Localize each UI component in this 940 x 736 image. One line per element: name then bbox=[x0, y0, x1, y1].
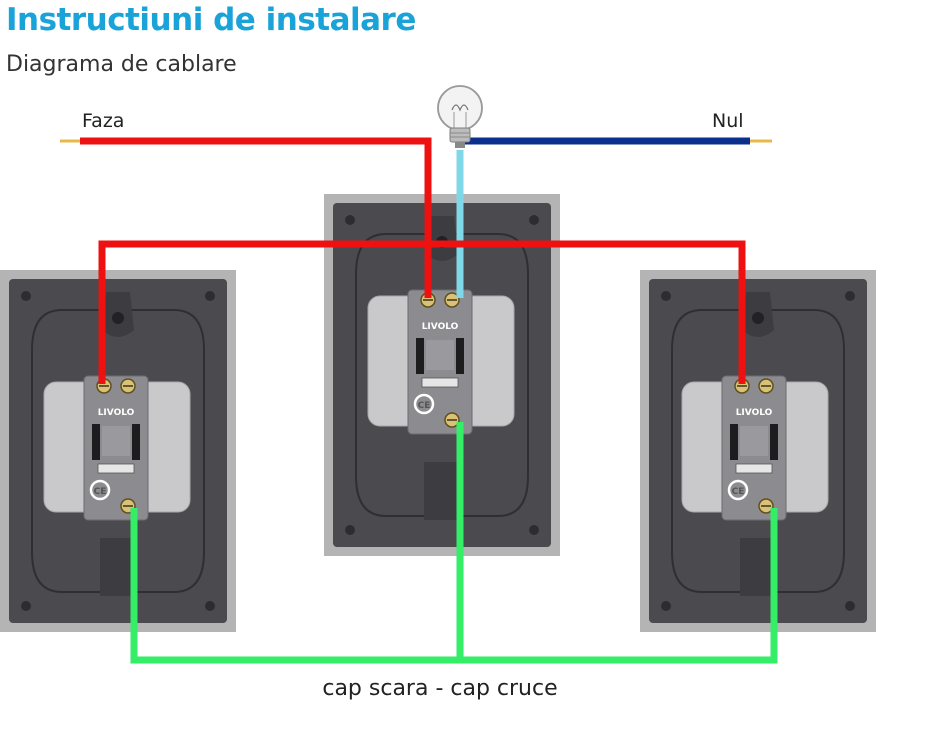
page-title: Instructiuni de instalare bbox=[6, 2, 416, 38]
phase-label: Faza bbox=[82, 110, 124, 132]
light-bulb-icon bbox=[437, 85, 483, 148]
ce-mark-center: CE bbox=[418, 401, 431, 411]
phase-link-wire bbox=[98, 240, 746, 384]
ce-mark-right: CE bbox=[732, 487, 745, 497]
module-brand-center: LIVOLO bbox=[422, 322, 459, 332]
page-subtitle: Diagrama de cablare bbox=[6, 52, 237, 77]
traveler-label: cap scara - cap cruce bbox=[322, 676, 557, 701]
module-brand-right: LIVOLO bbox=[736, 408, 773, 418]
neutral-label: Nul bbox=[712, 110, 744, 132]
switch-module-center: LIVOLO CE bbox=[366, 288, 516, 436]
ce-mark-left: CE bbox=[94, 487, 107, 497]
switch-module-right: LIVOLO CE bbox=[680, 374, 830, 522]
module-brand-left: LIVOLO bbox=[98, 408, 135, 418]
traveler-wire bbox=[130, 508, 778, 664]
switch-module-left: LIVOLO CE bbox=[42, 374, 192, 522]
